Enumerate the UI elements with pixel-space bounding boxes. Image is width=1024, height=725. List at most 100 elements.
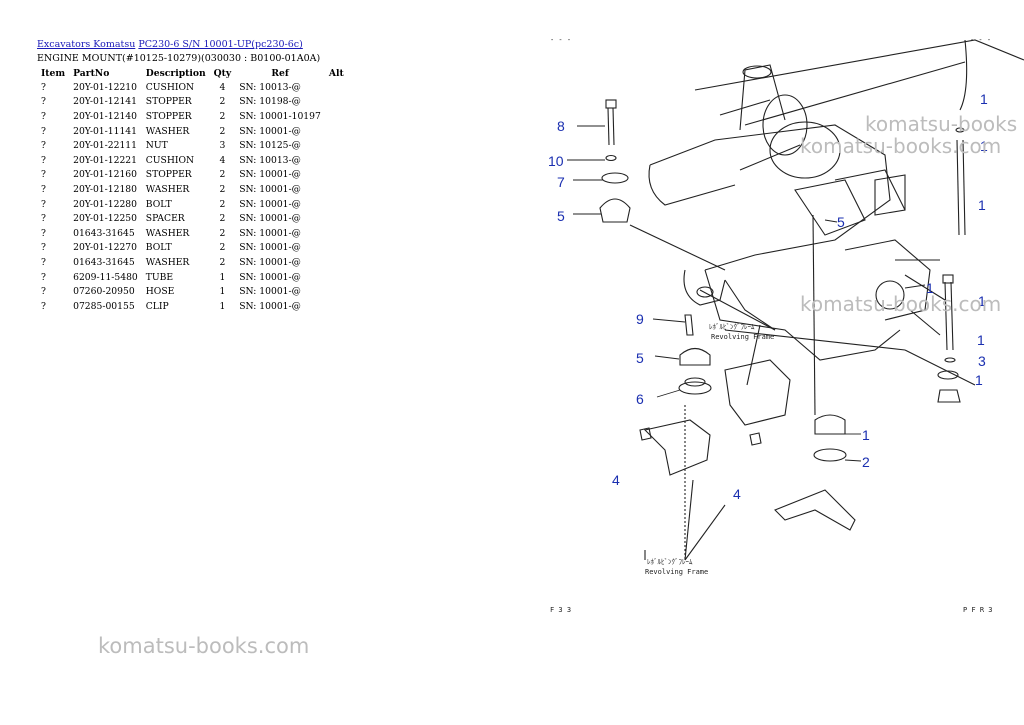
cell-ref: SN: 10001-@ <box>239 198 301 210</box>
cell-item: ? <box>41 256 46 268</box>
cell-alt <box>325 226 348 241</box>
cell-ref: SN: 10001-@ <box>239 125 301 137</box>
cell-partno: 20Y-01-12270 <box>73 242 137 254</box>
cell-item: ? <box>41 213 46 225</box>
cell-item: ? <box>41 81 46 93</box>
cell-partno: 07260-20950 <box>73 286 135 298</box>
callout-labels: 8 10 7 5 9 5 6 4 4 5 1 1 1 1 1 1 3 1 1 2 <box>548 91 988 502</box>
cell-qty: 2 <box>219 227 226 239</box>
callout-label: 1 <box>978 293 986 309</box>
cell-ref: SN: 10125-@ <box>239 140 301 152</box>
column-header-qty: Qty <box>213 67 232 79</box>
cell-ref: SN: 10001-@ <box>239 256 301 268</box>
cell-qty: 2 <box>219 242 226 254</box>
cell-partno: 20Y-01-12160 <box>73 169 137 181</box>
callout-label: 5 <box>557 208 565 224</box>
frame-label-en: Revolving Frame <box>711 333 774 341</box>
cell-description: CUSHION <box>145 81 195 93</box>
cell-item: ? <box>41 183 46 195</box>
cell-item: ? <box>41 125 46 137</box>
cell-partno: 20Y-01-12250 <box>73 213 137 225</box>
watermark-text: komatsu-books.com <box>98 634 310 658</box>
cell-alt <box>325 299 348 314</box>
cell-partno: 20Y-01-22111 <box>73 140 137 152</box>
cell-qty: 2 <box>219 213 226 225</box>
cell-alt <box>325 284 348 299</box>
cell-ref: SN: 10013-@ <box>239 154 301 166</box>
cell-description: CLIP <box>145 300 169 312</box>
cell-description: WASHER <box>145 227 190 239</box>
callout-label: 4 <box>733 486 741 502</box>
cell-item: ? <box>41 300 46 312</box>
cell-ref: SN: 10001-@ <box>239 300 301 312</box>
corner-code-left: F 3 3 <box>550 606 571 614</box>
column-header-alt: Alt <box>328 67 344 79</box>
cell-description: STOPPER <box>145 169 192 181</box>
cell-partno: 20Y-01-12141 <box>73 96 137 108</box>
callout-label: 10 <box>548 153 564 169</box>
breadcrumb-link-model[interactable]: PC230-6 S/N 10001-UP(pc230-6c) <box>138 39 303 50</box>
cell-alt <box>325 241 348 256</box>
cell-description: WASHER <box>145 125 190 137</box>
cell-item: ? <box>41 169 46 181</box>
cell-qty: 4 <box>219 81 226 93</box>
cell-item: ? <box>41 227 46 239</box>
cell-alt <box>325 109 348 124</box>
cell-alt <box>325 168 348 183</box>
callout-label: 5 <box>636 350 644 366</box>
cell-partno: 20Y-01-12180 <box>73 183 137 195</box>
frame-label-jp: ﾚﾎﾞﾙﾋﾞﾝｸﾞﾌﾚｰﾑ <box>647 558 693 566</box>
cell-ref: SN: 10013-@ <box>239 81 301 93</box>
cell-qty: 1 <box>219 286 226 298</box>
top-marks-left: - - - <box>550 36 571 44</box>
callout-label: 6 <box>636 391 644 407</box>
cell-partno: 20Y-01-12280 <box>73 198 137 210</box>
frame-label-jp: ﾚﾎﾞﾙﾋﾞﾝｸﾞﾌﾚｰﾑ <box>709 323 755 331</box>
cell-item: ? <box>41 140 46 152</box>
cell-partno: 6209-11-5480 <box>73 271 138 283</box>
callout-label: 8 <box>557 118 565 134</box>
cell-ref: SN: 10001-@ <box>239 169 301 181</box>
cell-partno: 20Y-01-12221 <box>73 154 137 166</box>
cell-qty: 2 <box>219 183 226 195</box>
frame-label-en: Revolving Frame <box>645 568 708 576</box>
parts-table: Item PartNo Description Qty Ref Alt ?20Y… <box>37 66 348 314</box>
cell-description: HOSE <box>145 286 175 298</box>
callout-label: 1 <box>978 197 986 213</box>
cell-partno: 01643-31645 <box>73 256 135 268</box>
cell-item: ? <box>41 242 46 254</box>
cell-item: ? <box>41 198 46 210</box>
cell-alt <box>325 255 348 270</box>
cell-ref: SN: 10001-@ <box>239 227 301 239</box>
page-title: ENGINE MOUNT(#10125-10279)(030030 : B010… <box>37 53 321 64</box>
callout-label: 7 <box>557 174 565 190</box>
cell-description: WASHER <box>145 256 190 268</box>
cell-alt <box>325 138 348 153</box>
cell-description: BOLT <box>145 242 172 254</box>
cell-partno: 20Y-01-11141 <box>73 125 137 137</box>
table-row: ? 01643-31645 WASHER 2 SN: 10001-@ <box>37 226 348 241</box>
cell-description: STOPPER <box>145 96 192 108</box>
cell-partno: 20Y-01-12140 <box>73 110 137 122</box>
cell-qty: 2 <box>219 169 226 181</box>
callout-label: 1 <box>977 332 985 348</box>
callout-label: 4 <box>612 472 620 488</box>
column-header-description: Description <box>145 67 206 79</box>
cell-alt <box>325 197 348 212</box>
breadcrumb-link-excavators[interactable]: Excavators Komatsu <box>37 39 136 50</box>
breadcrumb: Excavators Komatsu PC230-6 S/N 10001-UP(… <box>37 39 303 50</box>
cell-ref: SN: 10001-@ <box>239 271 301 283</box>
parts-diagram: 8 10 7 5 9 5 6 4 4 5 1 1 1 1 1 1 3 1 1 2… <box>548 36 1024 614</box>
cell-qty: 2 <box>219 256 226 268</box>
cell-description: WASHER <box>145 183 190 195</box>
cell-partno: 01643-31645 <box>73 227 135 239</box>
